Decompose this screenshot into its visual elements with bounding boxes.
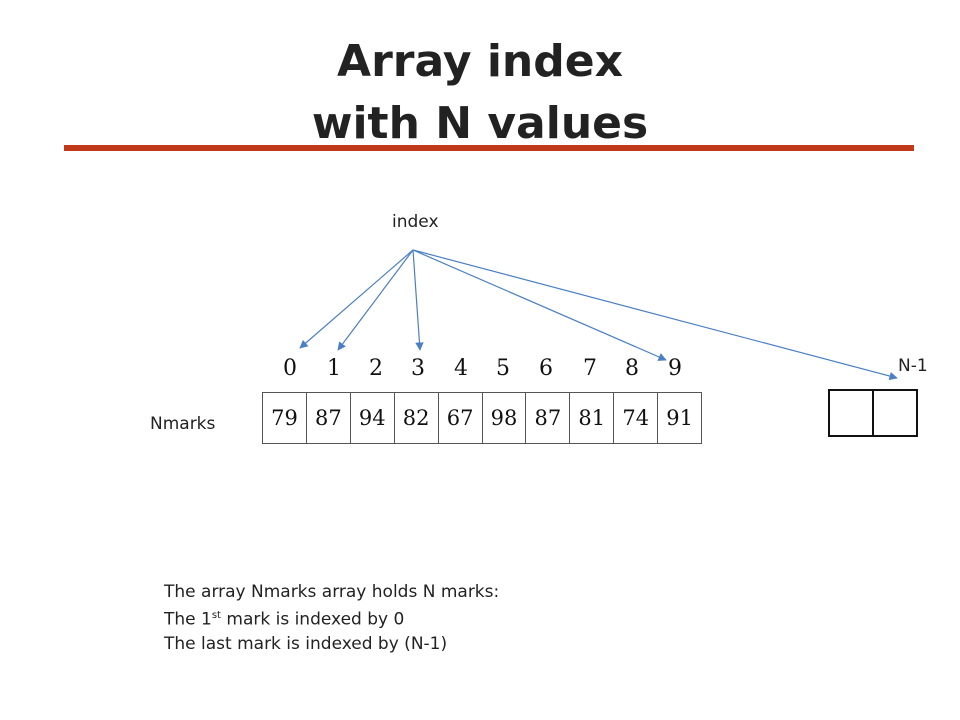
array-cell: 67: [439, 393, 483, 443]
index-label: index: [392, 212, 439, 232]
last-index-label: N-1: [898, 356, 928, 376]
arrow-to-index-3: [412, 249, 424, 351]
array-cell: 98: [483, 393, 527, 443]
arrow-to-last-index: [412, 249, 898, 381]
index-number: 9: [668, 356, 682, 381]
array-cell: 81: [570, 393, 615, 443]
last-cell: [872, 391, 916, 435]
array-cell: 82: [395, 393, 439, 443]
note-line-1: The array Nmarks array holds N marks:: [164, 582, 500, 602]
array-cell: 94: [351, 393, 395, 443]
array-cell: 74: [614, 393, 659, 443]
last-array-cells: [828, 389, 918, 437]
index-number: 6: [539, 356, 553, 381]
index-number: 3: [411, 356, 425, 381]
title-line-2: with N values: [311, 98, 649, 149]
index-number: 4: [454, 356, 468, 381]
arrow-to-index-9: [412, 249, 667, 361]
array-cell: 79: [263, 393, 307, 443]
array-cell: 87: [307, 393, 351, 443]
index-number: 7: [583, 356, 597, 381]
index-number: 8: [625, 356, 639, 381]
index-number: 0: [283, 356, 297, 381]
title-underline: [64, 145, 914, 151]
note-line-3: The last mark is indexed by (N-1): [164, 633, 448, 654]
note-line-2: The 1st mark is indexed by 0: [164, 609, 405, 630]
title-line-1: Array index: [337, 36, 623, 87]
arrow-to-index-0: [299, 249, 414, 349]
arrow-to-index-1: [337, 249, 414, 351]
array-cell: 87: [526, 393, 571, 443]
array-cell: 91: [666, 406, 693, 430]
index-number: 1: [327, 356, 341, 381]
index-number: 2: [369, 356, 383, 381]
array-name-label: Nmarks: [150, 414, 216, 434]
index-number: 5: [496, 356, 510, 381]
explanation-text: The array Nmarks array holds N marks: Th…: [164, 580, 499, 656]
